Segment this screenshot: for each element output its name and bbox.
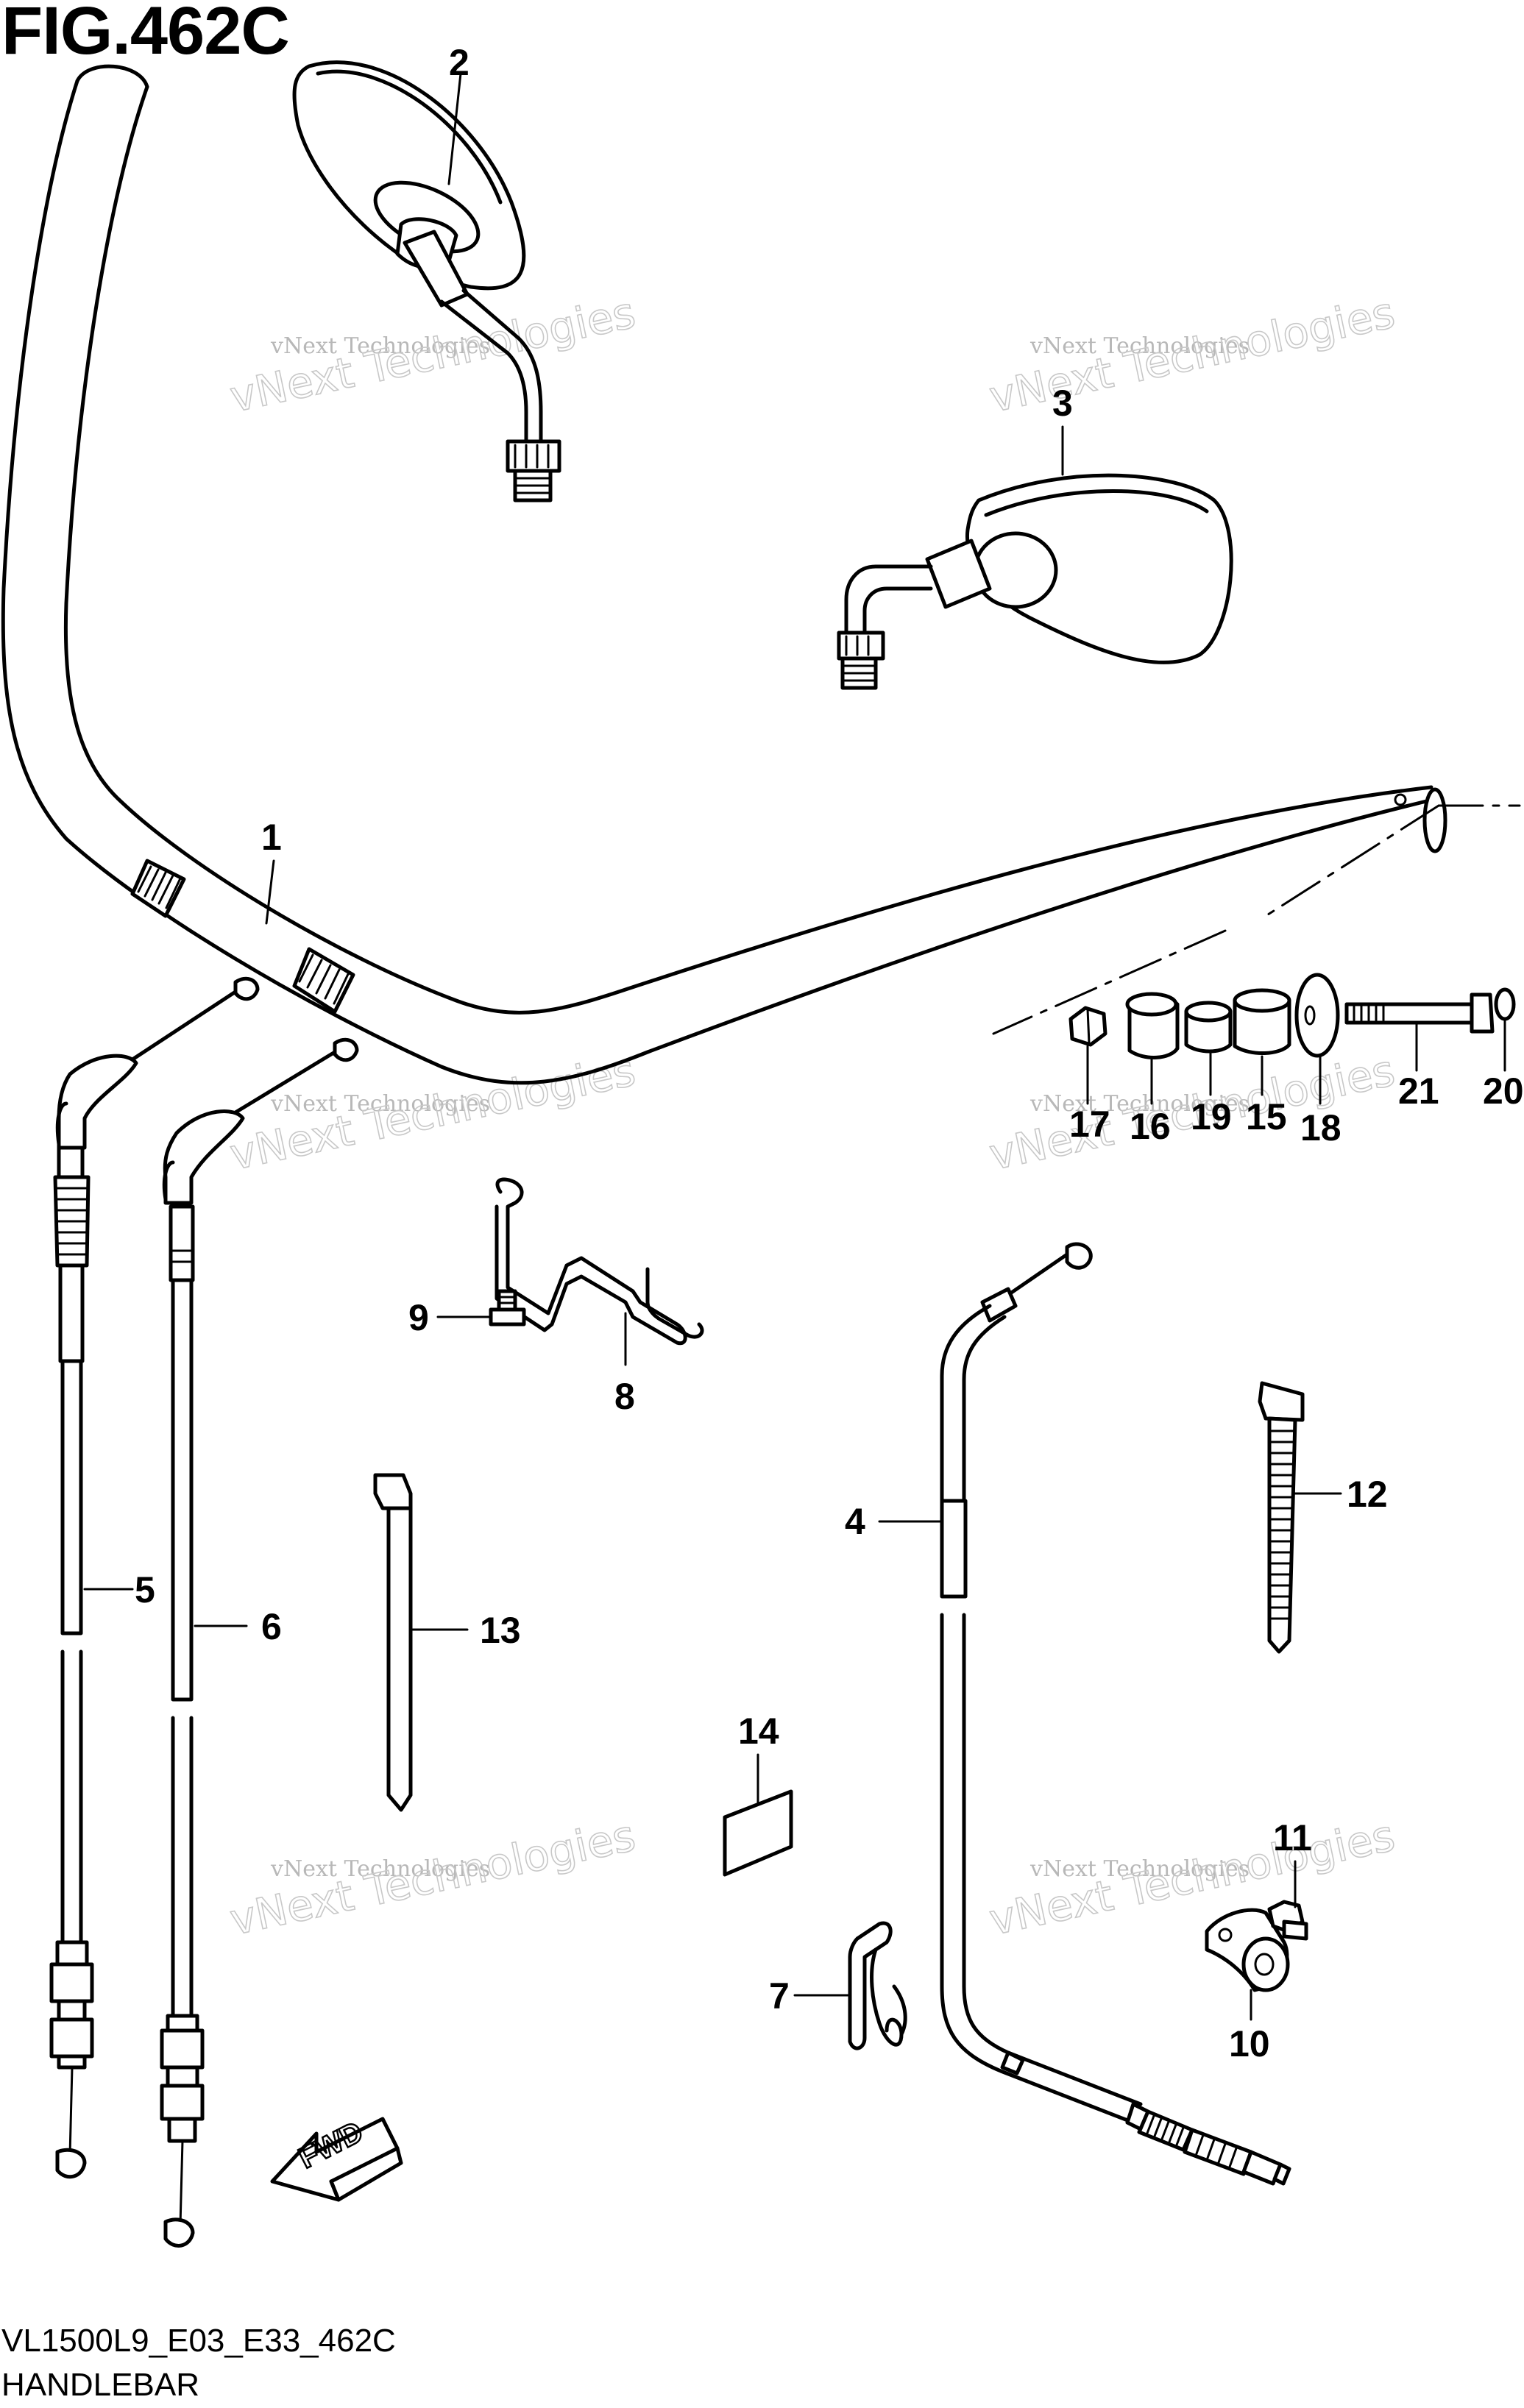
callout-18: 18 (1300, 1107, 1342, 1148)
part-9-screw[interactable] (436, 1289, 526, 1326)
part-21-bolt[interactable] (1344, 992, 1495, 1072)
part-20-washer[interactable] (1494, 987, 1516, 1072)
part-3-right-mirror[interactable] (837, 425, 1233, 690)
part-8-bracket[interactable] (495, 1177, 704, 1366)
callout-5: 5 (135, 1569, 155, 1610)
callout-2: 2 (449, 42, 469, 83)
watermark-small: vNext Technologies (1029, 333, 1250, 359)
callout-10: 10 (1229, 2023, 1270, 2064)
figure-code: VL1500L9_E03_E33_462C (1, 2323, 396, 2359)
callout-20: 20 (1483, 1070, 1524, 1112)
callout-11: 11 (1273, 1817, 1312, 1858)
part-13-cable-tie[interactable] (373, 1473, 469, 1812)
callout-16: 16 (1130, 1106, 1171, 1147)
callout-7: 7 (769, 1975, 790, 2017)
part-5-throttle-cable[interactable] (49, 976, 260, 2179)
knurl-band (292, 947, 355, 1014)
callout-15: 15 (1246, 1096, 1287, 1137)
figure-name: HANDLEBAR (1, 2367, 199, 2403)
watermark-small: vNext Technologies (270, 1856, 490, 1882)
watermark-small: vNext Technologies (270, 1091, 490, 1117)
callout-19: 19 (1191, 1096, 1232, 1137)
part-10-holder[interactable] (1205, 1908, 1290, 2021)
part-6-throttle-cable[interactable] (160, 1037, 359, 2248)
callout-9: 9 (408, 1297, 429, 1338)
figure-title: FIG.462C (1, 0, 290, 68)
callout-6: 6 (261, 1606, 282, 1647)
callout-labels: 1 2 3 4 5 6 7 8 9 10 11 12 13 14 15 16 1… (135, 42, 1524, 2064)
knurl-band (130, 859, 186, 918)
part-4-clutch-cable[interactable] (878, 1242, 1291, 2186)
callout-13: 13 (480, 1610, 521, 1651)
part-18-washer[interactable] (1294, 973, 1340, 1105)
riser-assembly (992, 804, 1521, 1035)
watermark-small: vNext Technologies (1029, 1856, 1250, 1882)
watermark-small: vNext Technologies (1029, 1091, 1250, 1117)
fwd-direction-arrow: FWD (270, 2114, 403, 2202)
part-11-bolt[interactable] (1267, 1860, 1308, 1941)
part-7-clamp[interactable] (793, 1921, 907, 2050)
watermark-small: vNext Technologies (270, 333, 490, 359)
callout-17: 17 (1069, 1104, 1110, 1145)
callout-14: 14 (738, 1711, 779, 1752)
part-12-cable-tie[interactable] (1258, 1381, 1342, 1654)
part-17-nut[interactable] (1068, 1006, 1107, 1105)
callout-8: 8 (614, 1376, 635, 1417)
part-14-label[interactable] (723, 1753, 793, 1877)
callout-21: 21 (1398, 1070, 1439, 1112)
callout-4: 4 (845, 1501, 865, 1542)
part-16-cushion[interactable] (1125, 992, 1180, 1105)
part-2-left-mirror[interactable] (292, 60, 561, 502)
callout-1: 1 (261, 817, 282, 858)
part-1-handlebar[interactable] (1, 64, 1447, 1085)
callout-3: 3 (1052, 383, 1073, 424)
callout-12: 12 (1347, 1474, 1388, 1515)
part-19-spacer[interactable] (1184, 1001, 1233, 1096)
part-15-cushion[interactable] (1233, 988, 1291, 1096)
